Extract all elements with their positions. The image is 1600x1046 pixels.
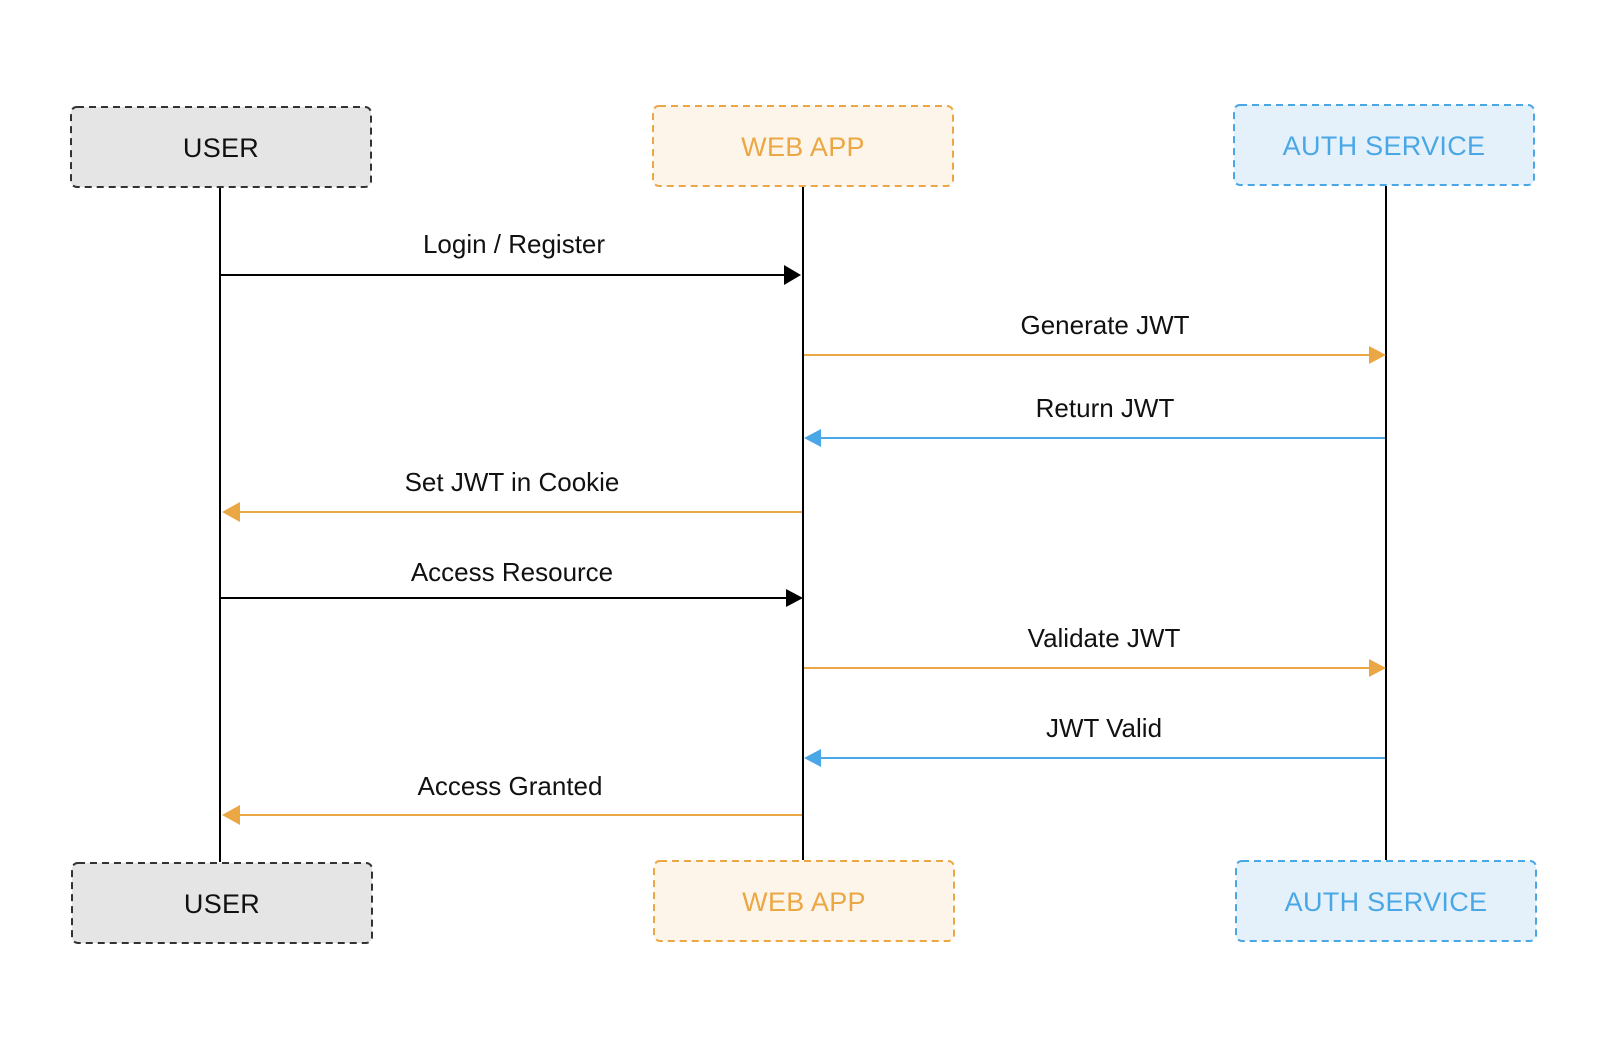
participant-box [1233, 104, 1535, 186]
participants-bottom: USER WEB APP AUTH SERVICE [71, 860, 1537, 944]
message-6: Validate JWT [804, 623, 1386, 677]
message-label: Access Resource [411, 557, 613, 587]
participant-box [71, 862, 373, 944]
participant-auth-bottom: AUTH SERVICE [1235, 860, 1537, 942]
message-label: Set JWT in Cookie [405, 467, 620, 497]
participant-user-top: USER [70, 106, 372, 188]
message-2: Generate JWT [804, 310, 1386, 364]
message-5: Access Resource [221, 557, 803, 607]
participant-label: WEB APP [741, 132, 865, 162]
arrow-head-left-icon [222, 805, 240, 825]
arrow-head-left-icon [804, 429, 821, 447]
message-8: Access Granted [222, 771, 802, 825]
participants-top: USER WEB APP AUTH SERVICE [70, 104, 1535, 188]
participant-label: USER [184, 889, 260, 919]
message-4: Set JWT in Cookie [222, 467, 802, 522]
arrow-head-right-icon [1369, 659, 1386, 677]
participant-label: USER [183, 133, 259, 163]
message-label: Return JWT [1036, 393, 1175, 423]
message-label: Access Granted [418, 771, 603, 801]
arrow-head-right-icon [1369, 346, 1386, 364]
participant-box [1235, 860, 1537, 942]
participant-box [653, 860, 955, 942]
arrow-head-right-icon [784, 265, 801, 285]
arrow-head-left-icon [222, 502, 240, 522]
messages: Login / Register Generate JWT Return JWT… [221, 229, 1386, 825]
participant-webapp-top: WEB APP [652, 105, 954, 187]
participant-label: AUTH SERVICE [1285, 887, 1488, 917]
lifelines [219, 186, 1387, 862]
message-1: Login / Register [221, 229, 801, 285]
message-label: Generate JWT [1020, 310, 1189, 340]
message-7: JWT Valid [804, 713, 1385, 767]
message-label: Login / Register [423, 229, 605, 259]
participant-auth-top: AUTH SERVICE [1233, 104, 1535, 186]
participant-user-bottom: USER [71, 862, 373, 944]
arrow-head-right-icon [786, 589, 803, 607]
participant-box [652, 105, 954, 187]
arrow-head-left-icon [804, 749, 821, 767]
message-label: JWT Valid [1046, 713, 1162, 743]
participant-webapp-bottom: WEB APP [653, 860, 955, 942]
message-label: Validate JWT [1028, 623, 1181, 653]
participant-label: WEB APP [742, 887, 866, 917]
participant-box [70, 106, 372, 188]
participant-label: AUTH SERVICE [1283, 131, 1486, 161]
message-3: Return JWT [804, 393, 1385, 447]
